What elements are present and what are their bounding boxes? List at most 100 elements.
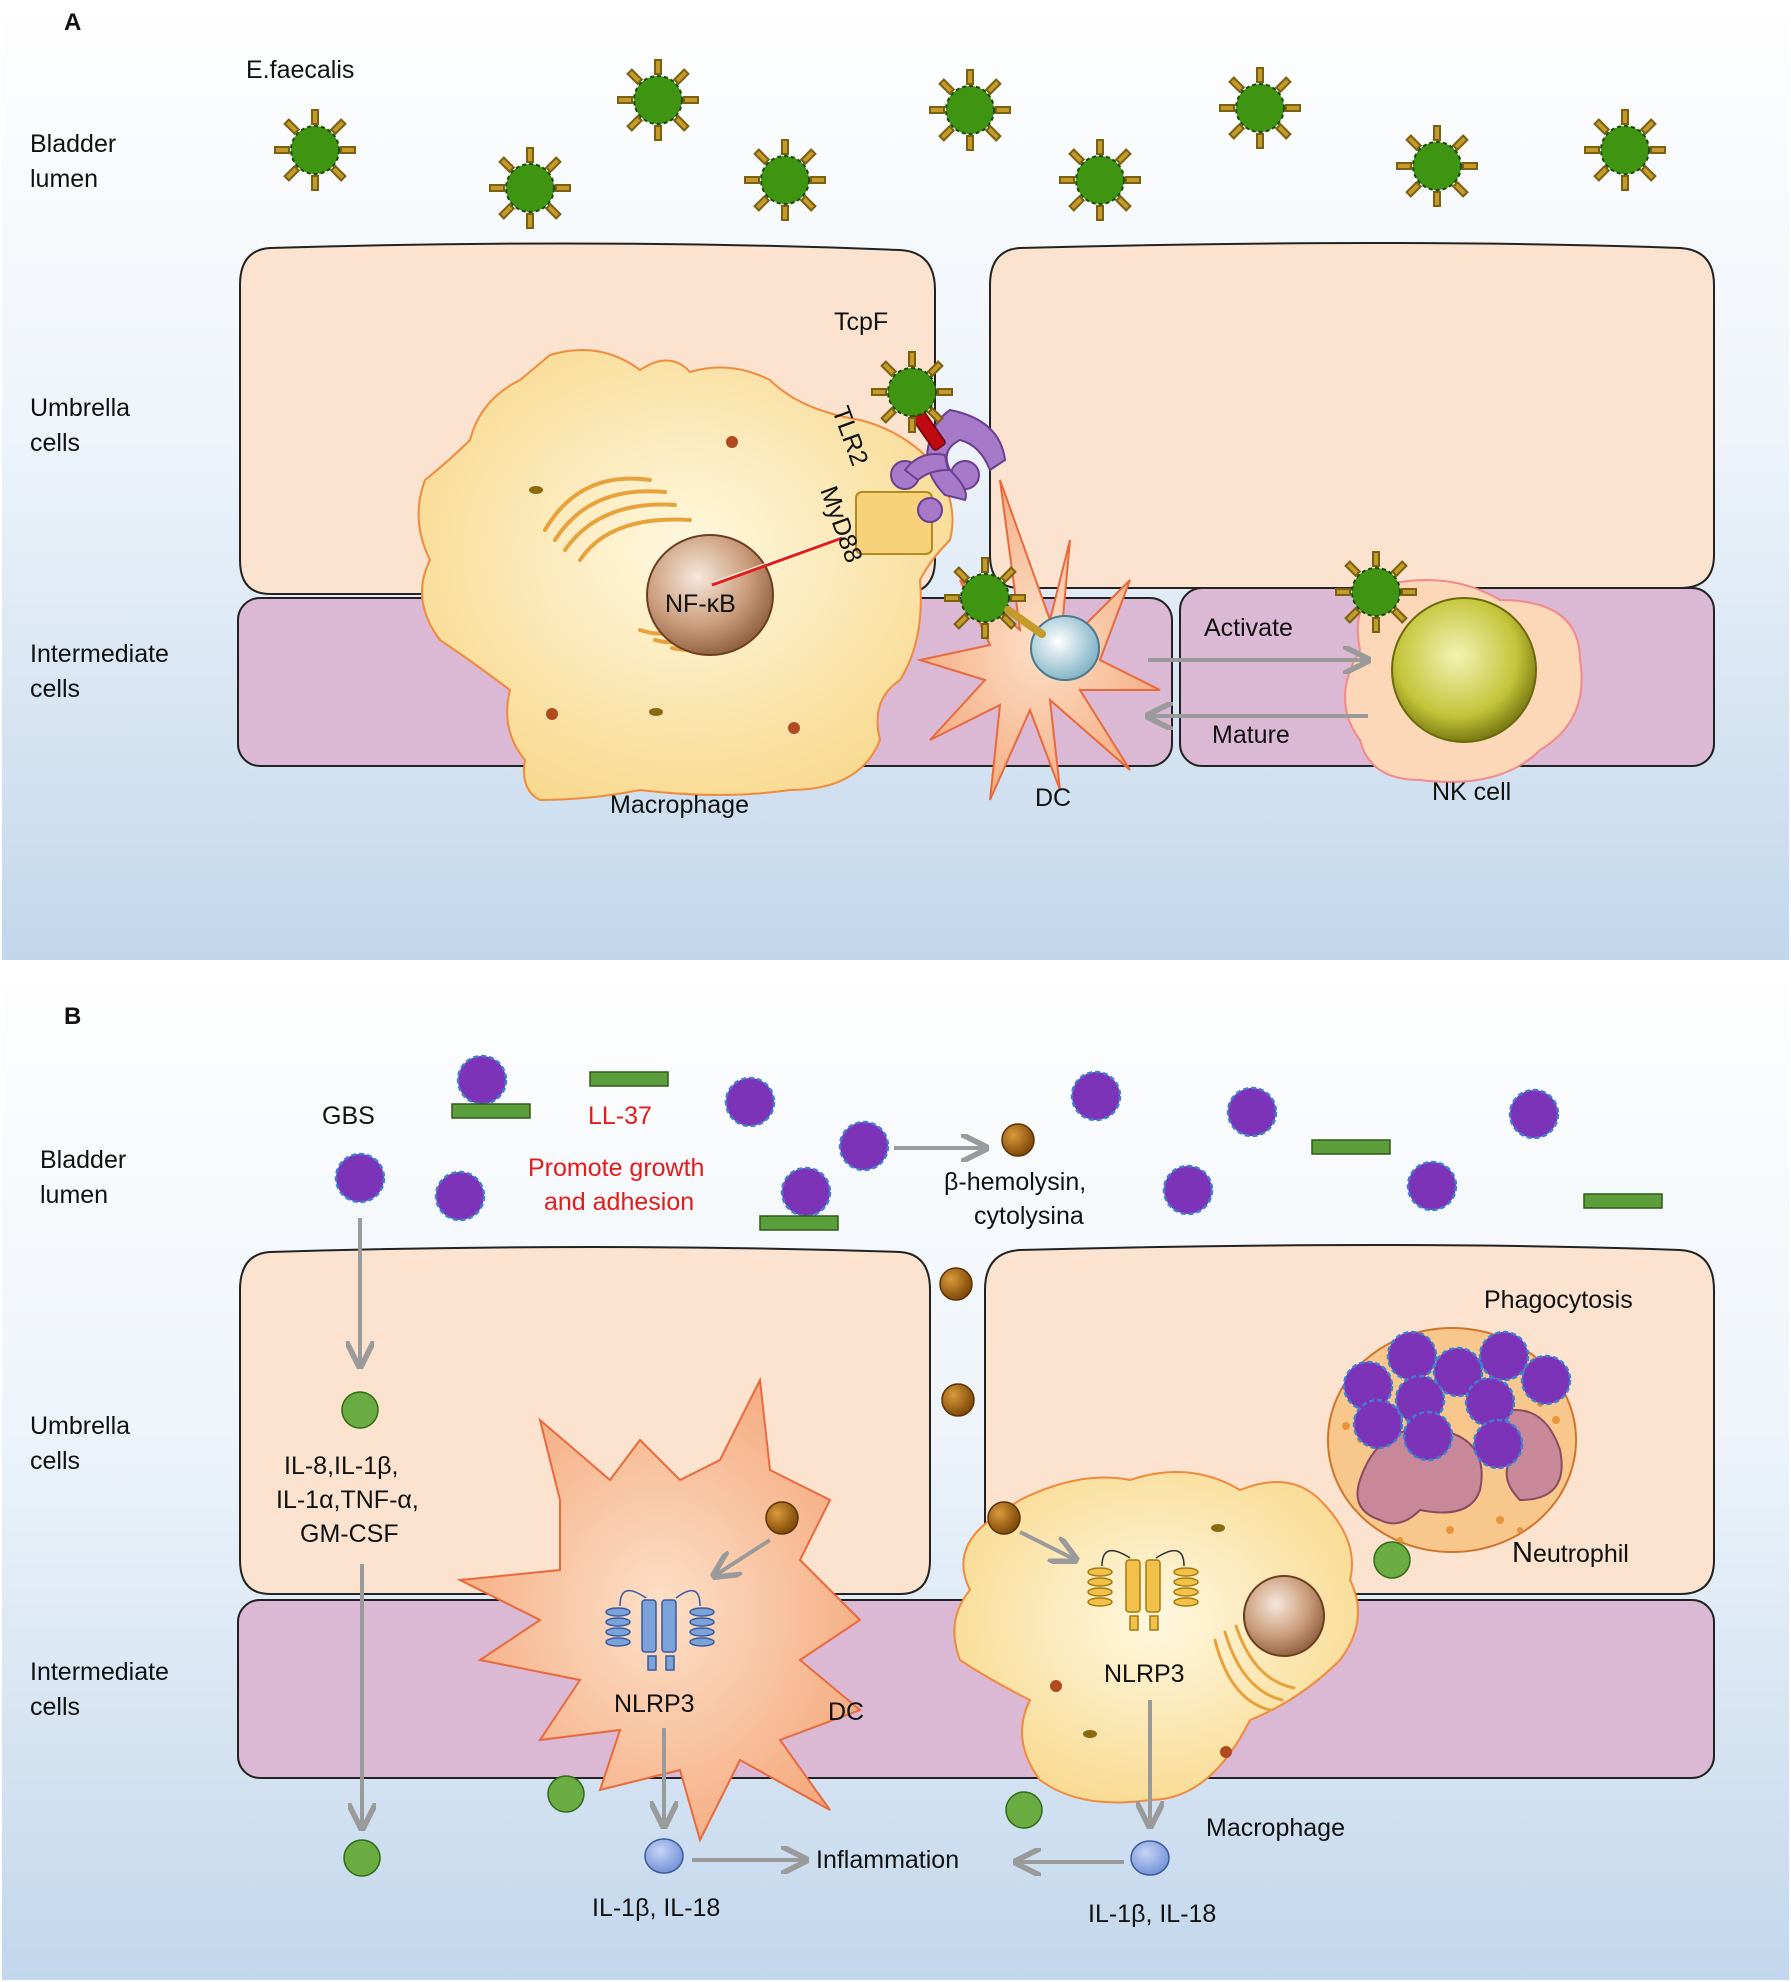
layer-label-intermediate-1: Intermediate [30,1658,169,1686]
promote-label-2: and adhesion [544,1188,694,1216]
bacterium-dc-contact [1004,606,1046,638]
myd88-signal-line [711,536,843,587]
cytokine-green [1005,1791,1043,1829]
nlrp3-dc-label: NLRP3 [614,1690,695,1718]
toxin-to-nlrp3-dc-arrow [714,1538,772,1576]
tcpf-label: TcpF [834,308,888,336]
efaecalis-bacterium [1584,109,1666,191]
gbs-bacterium [780,1166,832,1218]
efaecalis-bacterium-tcpf [871,351,953,433]
il-left-label: IL-1β, IL-18 [592,1894,720,1922]
efaecalis-bacterium [1219,67,1301,149]
gbs-bacterium [1070,1070,1122,1122]
mature-label: Mature [1212,721,1290,749]
dc-label: DC [828,1698,864,1726]
layer-label-umbrella-2: cells [30,429,80,457]
layer-label-umbrella-1: Umbrella [30,394,130,422]
macrophage-organelles [529,436,800,734]
il-right-label: IL-1β, IL-18 [1088,1900,1216,1928]
cytokine-green [547,1775,585,1813]
efaecalis-bacterium [744,139,826,221]
hemolysin-toxin [941,1383,975,1417]
nk-cell-label: NK cell [1432,778,1511,806]
cytokine-green [341,1391,379,1429]
layer-label-intermediate-2: cells [30,675,80,703]
dc-label: DC [1035,784,1071,812]
efaecalis-bacterium [274,109,356,191]
gbs-bacterium [1162,1164,1214,1216]
macrophage-nucleus [646,534,774,656]
ll37-peptide [451,1103,531,1119]
cytokine-green [1373,1541,1411,1579]
layer-label-umbrella-2: cells [30,1447,80,1475]
ll37-label: LL-37 [588,1102,652,1130]
hemolysin-label-2: cytolysina [974,1202,1084,1230]
macrophage-label: Macrophage [1206,1814,1345,1842]
hemolysin-toxin [1001,1123,1035,1157]
nk-cell [1344,579,1583,783]
ll37-peptide [589,1071,669,1087]
gbs-bacterium [456,1054,508,1106]
gbs-bacterium [434,1170,486,1222]
hemolysin-toxin [987,1501,1021,1535]
efaecalis-bacterium-nk [1335,551,1417,633]
layer-label-intermediate-2: cells [30,1693,80,1721]
macrophage-label: Macrophage [610,791,749,819]
il1b-il18-macrophage [1130,1840,1170,1876]
cytokine-green [343,1839,381,1877]
hemolysin-toxin [939,1267,973,1301]
neutrophil-label: Neutrophil [1512,1537,1629,1569]
layer-label-lumen-2: lumen [30,165,98,193]
efaecalis-bacterium [617,59,699,141]
panel-b-tag: B [64,1003,81,1030]
cytokine-label-3: GM-CSF [300,1520,399,1548]
layer-label-lumen-1: Bladder [40,1146,126,1174]
phagocytosis-label: Phagocytosis [1484,1286,1633,1314]
nfkb-label: NF-κB [665,590,736,618]
gbs-bacterium [1226,1086,1278,1138]
layer-label-umbrella-1: Umbrella [30,1412,130,1440]
cytokine-label-2: IL-1α,TNF-α, [276,1486,419,1514]
hemolysin-toxin [765,1501,799,1535]
myd88-signal-highlight [713,534,845,583]
gbs-label: GBS [322,1102,375,1130]
efaecalis-label: E.faecalis [246,56,354,84]
promote-label-1: Promote growth [528,1154,704,1182]
il1b-il18-dc [644,1838,684,1874]
panel-b: B Bladder lumen Umbrella cells Intermedi… [2,968,1789,1980]
activate-label: Activate [1204,614,1293,642]
panel-a-tag: A [64,9,81,36]
panel-a: A Bladder lumen Umbrella cells Intermedi… [2,2,1789,960]
gbs-bacterium [334,1152,386,1204]
ll37-peptide [759,1215,839,1231]
cytokine-label-1: IL-8,IL-1β, [284,1452,398,1480]
layer-label-lumen-1: Bladder [30,130,116,158]
macrophage-nucleus [1243,1575,1325,1657]
ll37-peptide [1583,1193,1663,1209]
ll37-peptide [1311,1139,1391,1155]
myd88-adapter [855,491,933,555]
gbs-bacterium [724,1076,776,1128]
toxin-to-nlrp3-macrophage-arrow [1019,1530,1076,1560]
inflammation-label: Inflammation [816,1846,959,1874]
efaecalis-bacterium-dc [944,557,1026,639]
efaecalis-bacterium [1396,125,1478,207]
gbs-bacterium [1508,1088,1560,1140]
efaecalis-bacterium [1059,139,1141,221]
efaecalis-bacterium [929,69,1011,151]
gbs-bacterium [838,1120,890,1172]
dendritic-cell [456,1376,862,1843]
nlrp3-macrophage-label: NLRP3 [1104,1660,1185,1688]
golgi-apparatus [1213,1624,1296,1712]
nlrp3-inflammasome-dc [605,1589,715,1671]
layer-label-intermediate-1: Intermediate [30,640,169,668]
layer-label-lumen-2: lumen [40,1181,108,1209]
nlrp3-inflammasome-macrophage [1087,1549,1199,1631]
umbrella-cell-right [989,242,1715,589]
macrophage-organelles [1050,1524,1232,1758]
gbs-bacterium [1406,1160,1458,1212]
tlr2-receptor [890,408,1007,523]
efaecalis-bacterium [489,147,571,229]
dendritic-cell [916,479,1161,801]
